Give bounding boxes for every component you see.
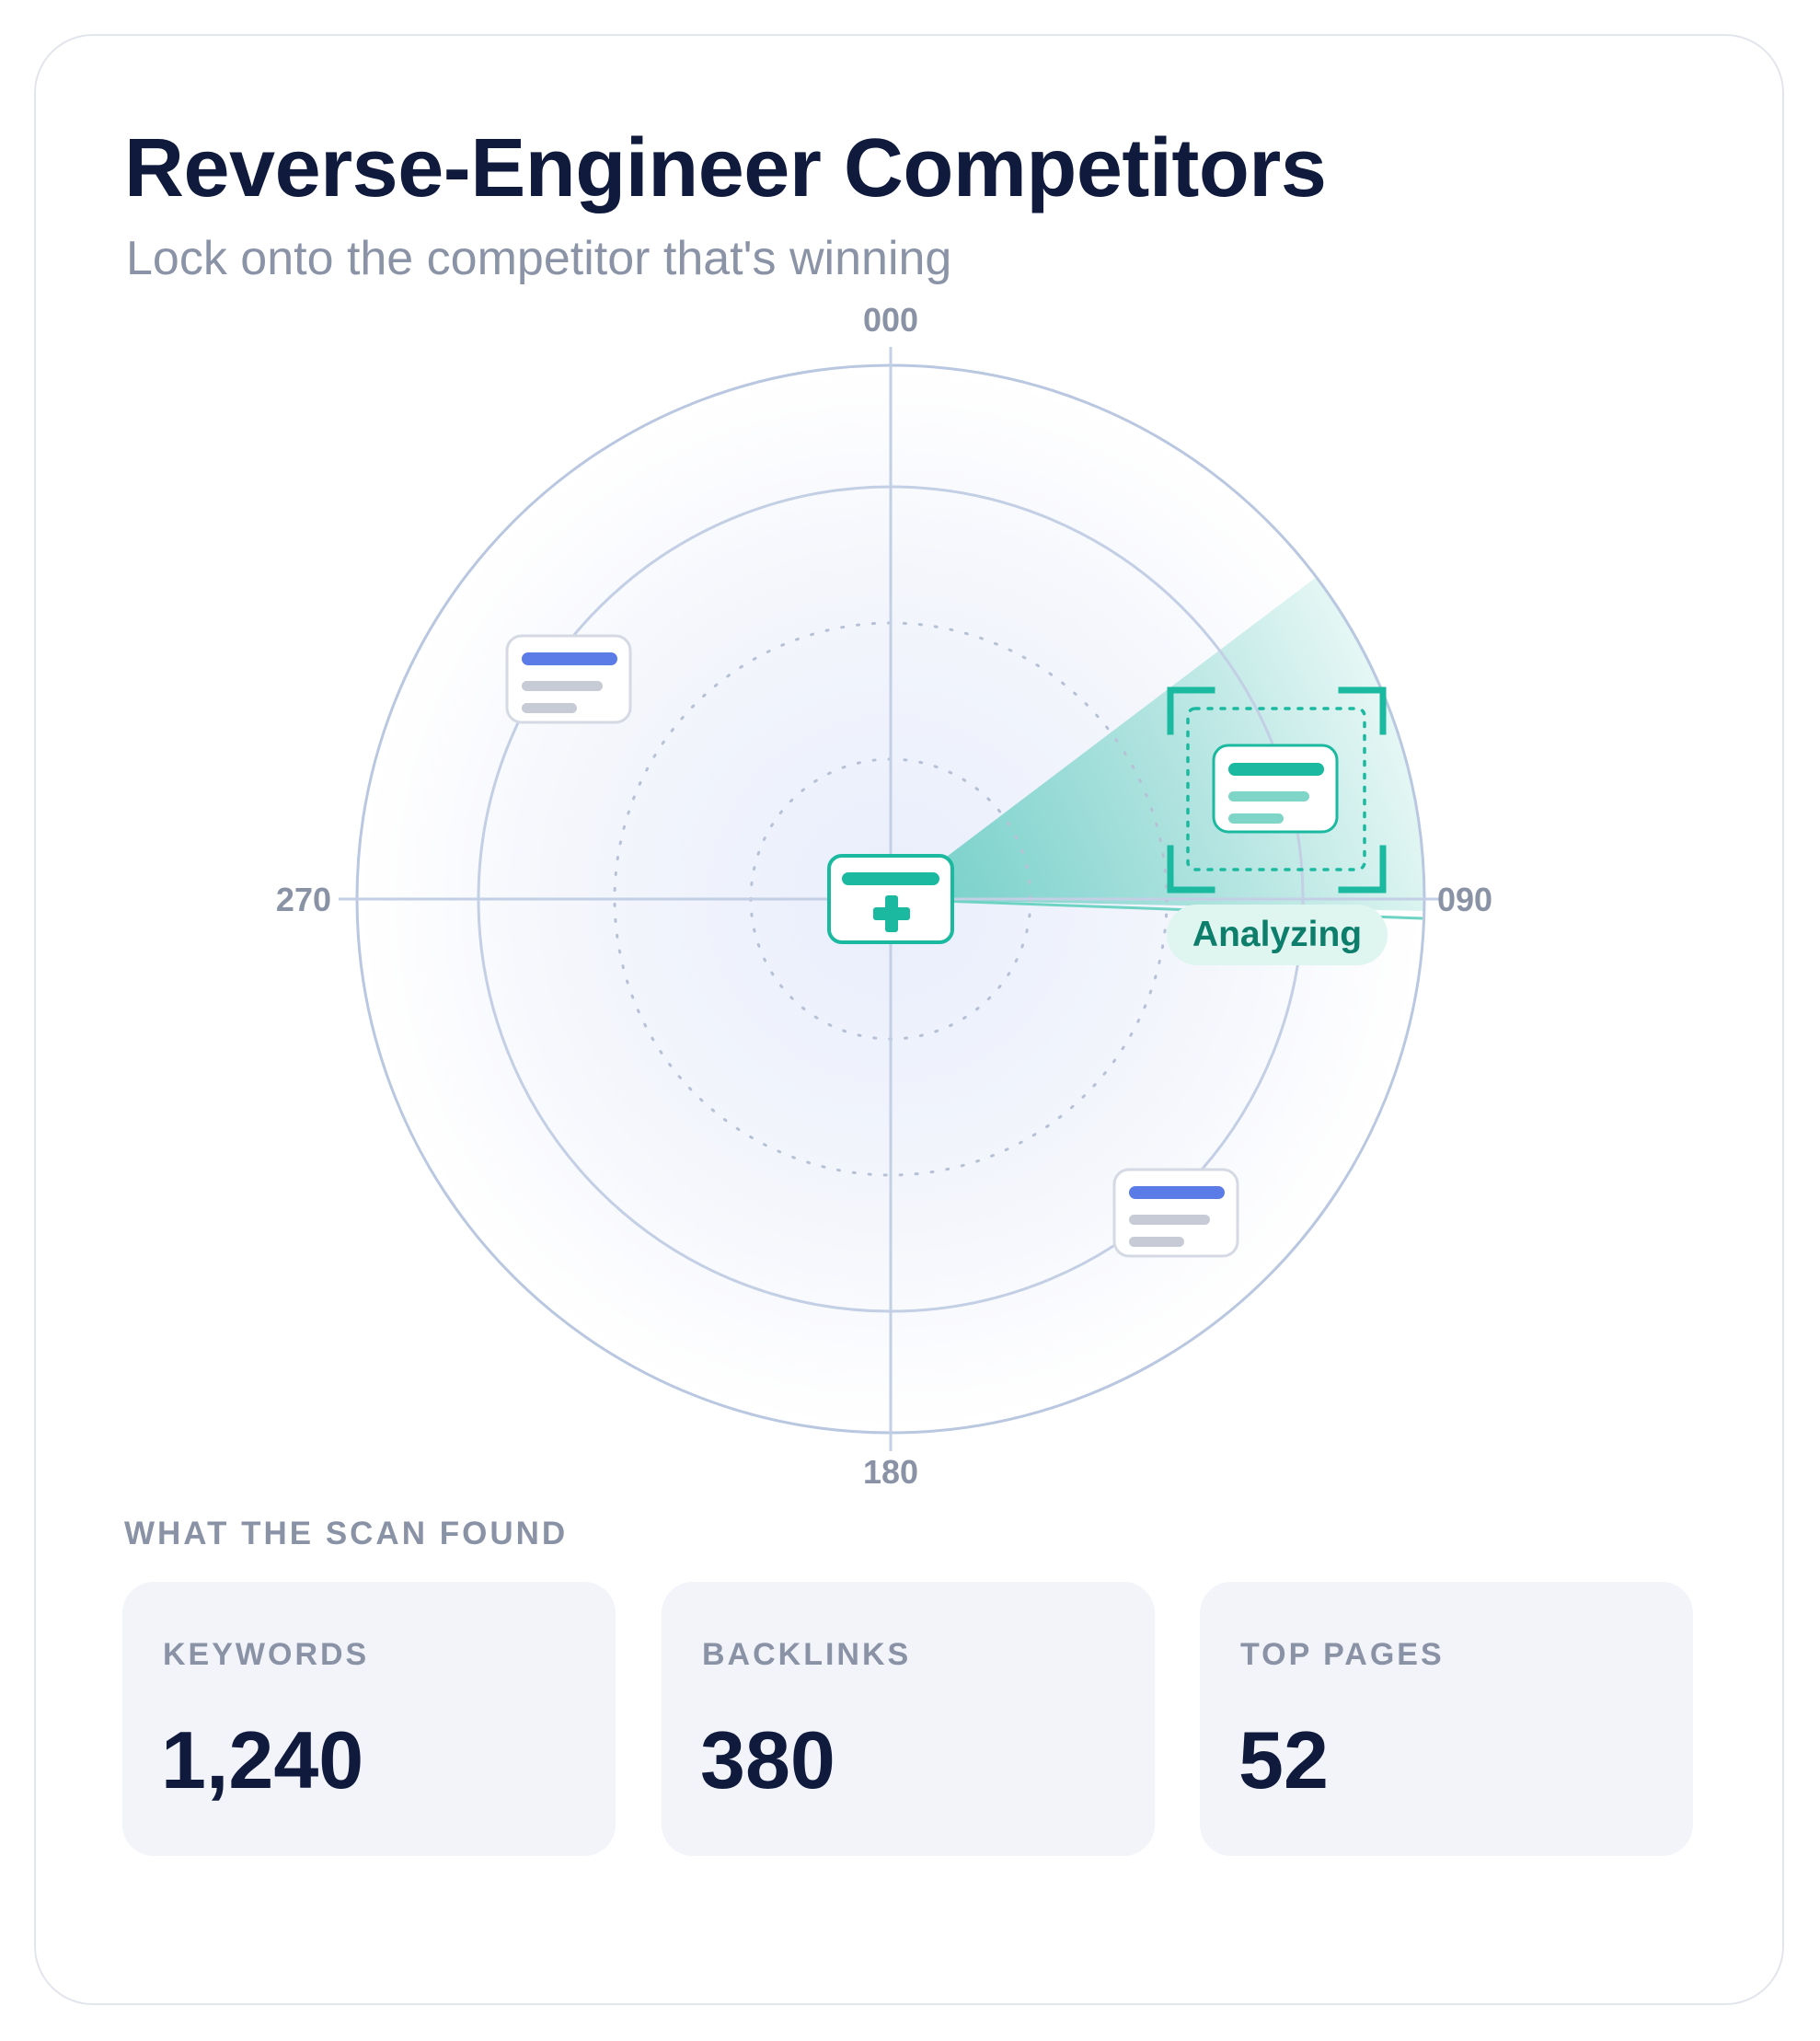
stat-card-top-pages: TOP PAGES 52 [1200, 1582, 1693, 1856]
results-section-label: WHAT THE SCAN FOUND [124, 1516, 569, 1551]
stat-value: 380 [700, 1714, 835, 1805]
stat-label: KEYWORDS [163, 1637, 370, 1672]
stat-label: BACKLINKS [702, 1637, 912, 1672]
target-lock-brackets [1167, 686, 1387, 894]
bearing-south: 180 [863, 1453, 918, 1491]
stat-value: 52 [1238, 1714, 1329, 1805]
own-site-icon [827, 854, 954, 944]
page-title: Reverse-Engineer Competitors [124, 122, 1327, 214]
stat-card-backlinks: BACKLINKS 380 [662, 1582, 1155, 1856]
bearing-north: 000 [863, 301, 918, 339]
locked-competitor-blip[interactable] [1212, 744, 1339, 834]
competitor-blip[interactable] [505, 634, 632, 724]
analyzing-badge: Analyzing [1167, 905, 1388, 965]
stat-card-keywords: KEYWORDS 1,240 [122, 1582, 616, 1856]
bearing-west: 270 [276, 881, 331, 918]
stat-value: 1,240 [161, 1714, 364, 1805]
stat-label: TOP PAGES [1240, 1637, 1445, 1672]
bearing-east: 090 [1437, 881, 1492, 918]
competitor-blip[interactable] [1112, 1168, 1239, 1258]
page-subtitle: Lock onto the competitor that's winning [126, 232, 952, 285]
target-lock-frame [1186, 707, 1366, 871]
